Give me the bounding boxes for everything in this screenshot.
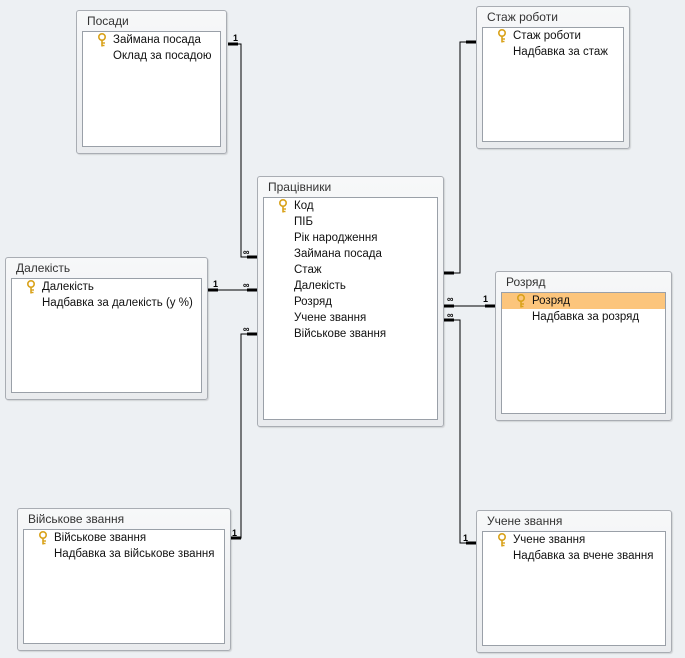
key-icon xyxy=(498,533,506,547)
field-label: Надбавка за стаж xyxy=(513,46,608,58)
field-item[interactable]: Далекість xyxy=(264,278,437,294)
field-label: Далекість xyxy=(42,281,94,293)
key-icon xyxy=(279,199,287,213)
key-icon xyxy=(517,294,525,308)
field-item[interactable]: Надбавка за військове звання xyxy=(24,546,224,562)
cardinality-many-label: ∞ xyxy=(447,294,454,304)
relationship-line-stazh-roboty[interactable] xyxy=(444,41,476,274)
cardinality-one-label: 1 xyxy=(233,33,238,43)
key-icon xyxy=(27,280,35,294)
field-label: Розряд xyxy=(532,295,570,307)
table-title[interactable]: Посади xyxy=(87,14,129,28)
primary-key-field[interactable]: Код xyxy=(264,198,437,214)
cardinality-one-label: 1 xyxy=(213,279,218,289)
field-item[interactable]: Військове звання xyxy=(264,326,437,342)
relationship-line-viiskove-zvannia[interactable] xyxy=(231,333,257,539)
field-item[interactable]: Надбавка за далекість (у %) xyxy=(12,295,201,311)
field-item[interactable]: Рік народження xyxy=(264,230,437,246)
field-label: Надбавка за військове звання xyxy=(54,548,215,560)
table-title[interactable]: Працівники xyxy=(268,180,332,194)
field-item[interactable]: Стаж xyxy=(264,262,437,278)
primary-key-field[interactable]: Розряд xyxy=(502,293,665,309)
primary-key-field[interactable]: Військове звання xyxy=(24,530,224,546)
cardinality-many-label: ∞ xyxy=(243,247,250,257)
table-title[interactable]: Військове звання xyxy=(28,512,125,526)
cardinality-many-label: ∞ xyxy=(243,324,250,334)
field-label: Рік народження xyxy=(294,232,378,244)
primary-key-field[interactable]: Учене звання xyxy=(483,532,665,548)
field-label: Займана посада xyxy=(294,248,382,260)
cardinality-one-label: 1 xyxy=(463,533,468,543)
relationship-line-posady[interactable] xyxy=(228,43,257,258)
table-title[interactable]: Стаж роботи xyxy=(487,10,558,24)
field-item[interactable]: Надбавка за вчене звання xyxy=(483,548,665,564)
field-label: Військове звання xyxy=(294,328,387,340)
field-label: Розряд xyxy=(294,296,332,308)
field-label: Надбавка за вчене звання xyxy=(513,550,654,562)
cardinality-many-label: ∞ xyxy=(243,280,250,290)
key-icon xyxy=(98,33,106,47)
table-title[interactable]: Учене звання xyxy=(487,514,563,528)
table-title[interactable]: Розряд xyxy=(506,275,546,289)
field-item[interactable]: Займана посада xyxy=(264,246,437,262)
field-label: Стаж xyxy=(294,264,322,276)
field-label: Військове звання xyxy=(54,532,147,544)
key-icon xyxy=(498,29,506,43)
key-icon xyxy=(39,531,47,545)
field-item[interactable]: Учене звання xyxy=(264,310,437,326)
field-label: Стаж роботи xyxy=(513,30,581,42)
relationship-line-uchene-zvannia[interactable] xyxy=(444,319,476,544)
cardinality-one-label: 1 xyxy=(483,294,488,304)
field-label: ПІБ xyxy=(294,216,314,228)
field-label: Далекість xyxy=(294,280,346,292)
field-label: Оклад за посадою xyxy=(113,50,212,62)
cardinality-many-label: ∞ xyxy=(447,310,454,320)
field-item[interactable]: Розряд xyxy=(264,294,437,310)
field-label: Код xyxy=(294,200,314,212)
primary-key-field[interactable]: Займана посада xyxy=(83,32,220,48)
field-label: Надбавка за далекість (у %) xyxy=(42,297,193,309)
cardinality-one-label: 1 xyxy=(232,528,237,538)
primary-key-field[interactable]: Стаж роботи xyxy=(483,28,623,44)
field-label: Надбавка за розряд xyxy=(532,311,640,323)
field-label: Учене звання xyxy=(513,534,586,546)
field-label: Займана посада xyxy=(113,34,201,46)
field-item[interactable]: Надбавка за розряд xyxy=(502,309,665,325)
field-label: Учене звання xyxy=(294,312,367,324)
field-item[interactable]: Надбавка за стаж xyxy=(483,44,623,60)
field-item[interactable]: ПІБ xyxy=(264,214,437,230)
primary-key-field[interactable]: Далекість xyxy=(12,279,201,295)
field-item[interactable]: Оклад за посадою xyxy=(83,48,220,64)
table-title[interactable]: Далекість xyxy=(16,261,71,275)
